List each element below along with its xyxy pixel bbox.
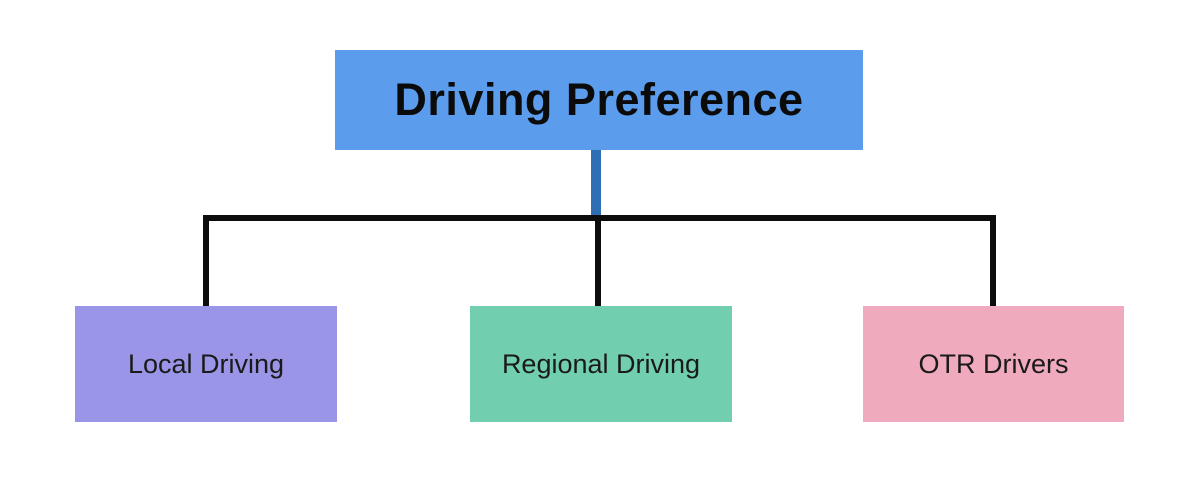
node-local-driving: Local Driving (75, 306, 337, 422)
node-regional-driving-label: Regional Driving (501, 348, 701, 379)
branch-vertical-connector-regional (595, 215, 601, 306)
branch-vertical-connector-local (203, 215, 209, 306)
node-regional-driving: Regional Driving (470, 306, 732, 422)
node-local-driving-label: Local Driving (127, 348, 285, 379)
node-driving-preference: Driving Preference (335, 50, 863, 150)
node-otr-drivers-label: OTR Drivers (918, 348, 1069, 379)
node-otr-drivers: OTR Drivers (863, 306, 1124, 422)
branch-vertical-connector-otr (990, 215, 996, 306)
root-stub-connector (591, 150, 601, 217)
node-driving-preference-label: Driving Preference (394, 74, 804, 125)
